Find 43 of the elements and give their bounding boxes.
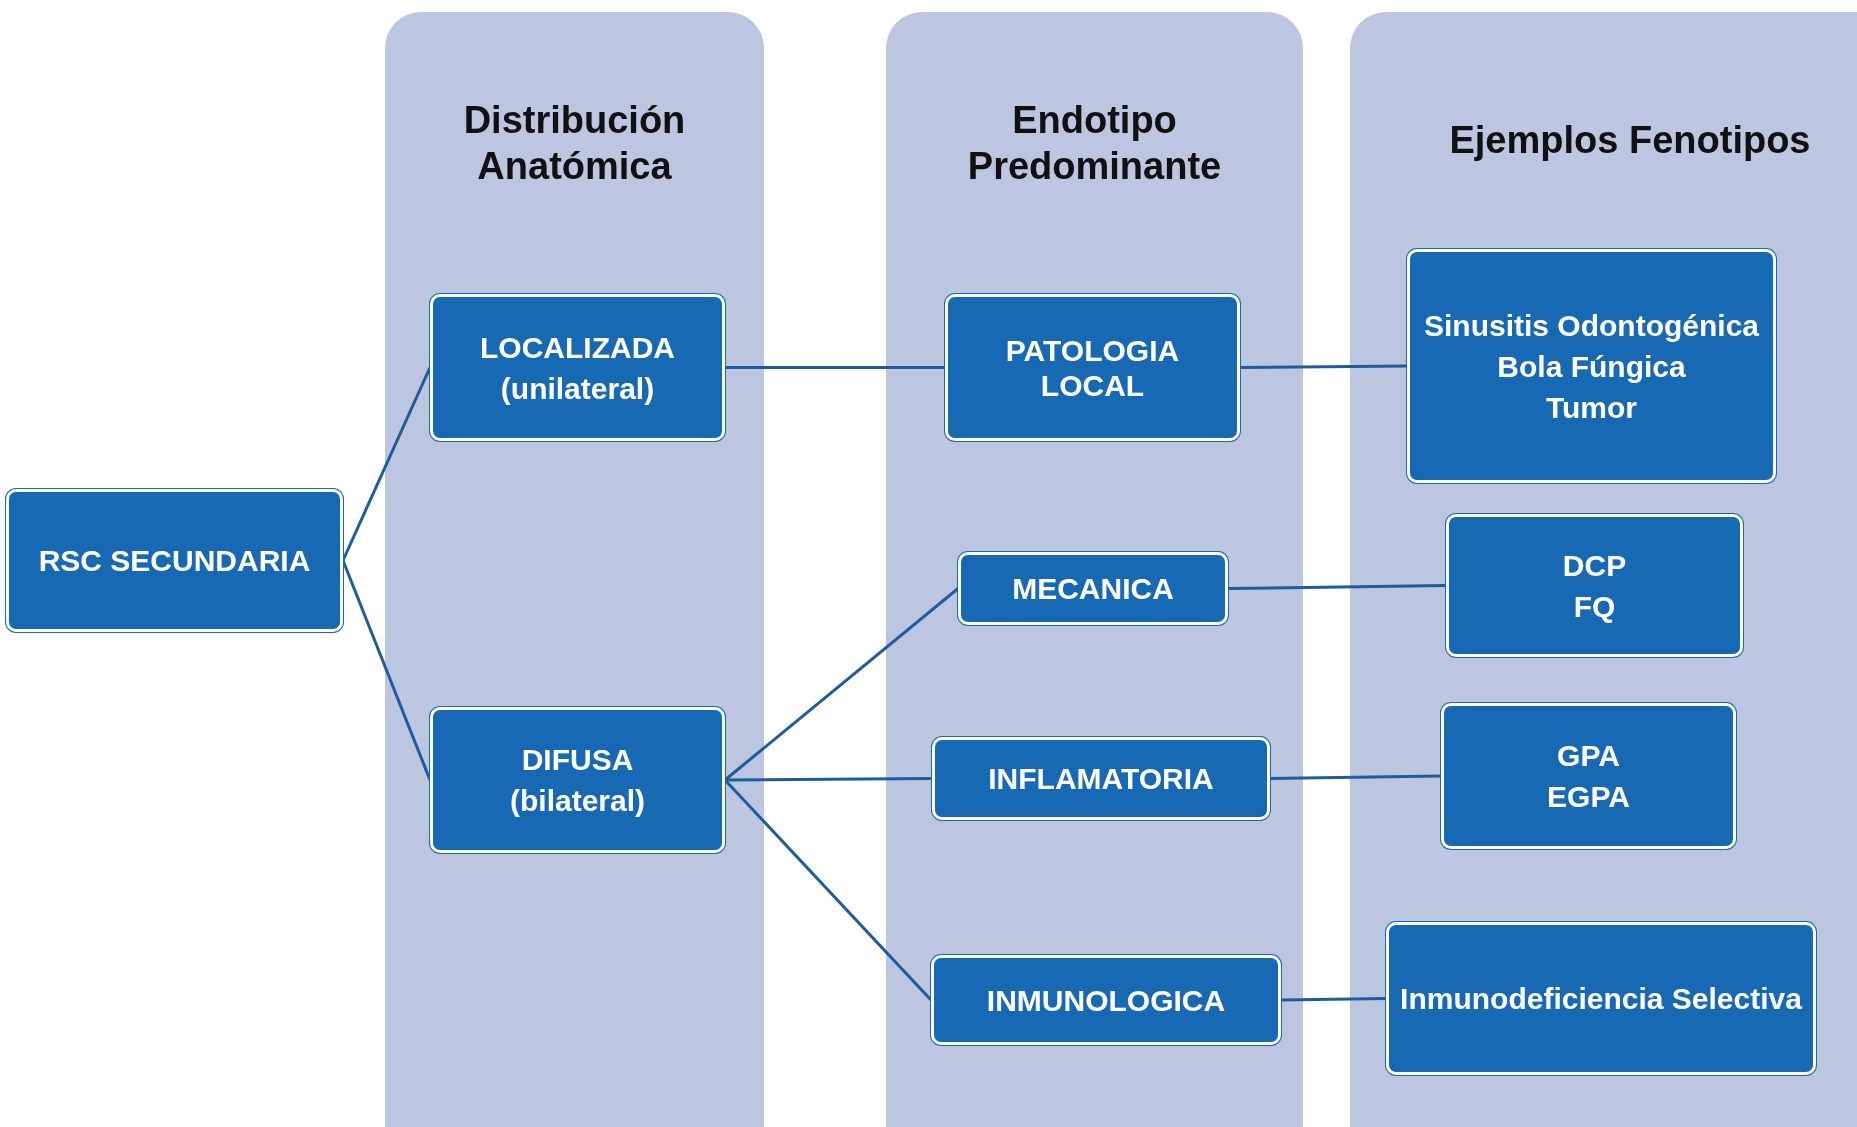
connector-line	[1269, 774, 1442, 780]
box-label: FQ	[1572, 588, 1617, 624]
box-label: (unilateral)	[499, 370, 656, 406]
connector-line	[341, 559, 432, 781]
column-band	[886, 12, 1303, 1127]
connector-line	[1240, 364, 1407, 369]
process-box	[6, 489, 343, 632]
box-label: PATOLOGIA LOCAL	[1004, 332, 1181, 403]
process-box	[1441, 703, 1736, 849]
box-label: Bola Fúngica	[1496, 348, 1687, 384]
box-label: RSC SECUNDARIA	[37, 543, 312, 578]
box-label: INFLAMATORIA	[987, 761, 1215, 796]
column-heading: Ejemplos Fenotipos	[1448, 118, 1812, 163]
process-box	[1407, 249, 1776, 483]
box-label: EGPA	[1546, 779, 1631, 814]
connector-line	[1227, 584, 1447, 590]
column-heading: Distribución Anatómica	[462, 98, 687, 189]
column-band	[385, 12, 764, 1127]
box-label: (bilateral)	[509, 783, 646, 818]
connector-line	[723, 778, 933, 1002]
process-box	[430, 294, 725, 441]
process-box	[1386, 922, 1816, 1075]
box-label: LOCALIZADA	[479, 329, 676, 365]
process-box	[931, 955, 1281, 1045]
connector-line	[725, 366, 945, 369]
box-label: Inmunodeficiencia Selectiva	[1399, 981, 1803, 1016]
box-label: Tumor	[1544, 389, 1639, 425]
box-label: MECANICA	[1011, 571, 1175, 606]
process-box	[1446, 514, 1743, 657]
process-box	[958, 552, 1228, 625]
connector-line	[1280, 997, 1387, 1002]
column-band	[1350, 12, 1857, 1127]
box-label: GPA	[1556, 738, 1621, 773]
box-label: Sinusitis Odontogénica	[1423, 307, 1760, 343]
column-heading: Endotipo Predominante	[966, 98, 1223, 189]
box-label: DCP	[1561, 547, 1628, 583]
connector-line	[341, 366, 432, 562]
process-box	[430, 707, 725, 853]
box-label: DIFUSA	[520, 742, 635, 777]
box-label: INMUNOLOGICA	[985, 982, 1227, 1018]
connector-line	[725, 777, 932, 782]
process-box	[945, 294, 1240, 441]
process-box	[932, 737, 1270, 820]
